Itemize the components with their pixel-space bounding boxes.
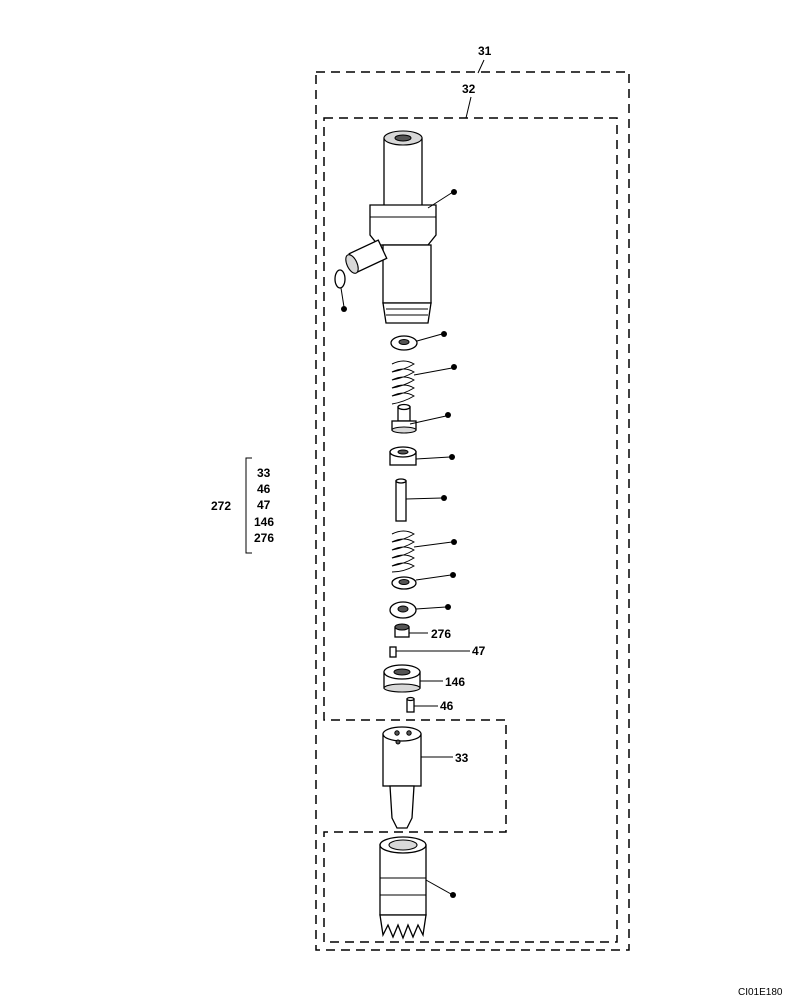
push-rod-dot [441,495,447,501]
assembly-31-boundary [315,71,630,951]
pin-47-label: 47 [472,644,486,658]
retaining-nut-leader [425,879,452,895]
injector-body-leader [427,191,454,209]
washer-top-leader [416,333,443,342]
o-ring-dot [341,306,347,312]
washer-middle-leader [415,574,452,581]
spring-seat [391,403,417,434]
holder-146-label: 146 [445,675,465,689]
push-rod [395,478,407,522]
washer-lower [389,601,417,619]
injector-body [345,130,437,324]
washer-lower-dot [445,604,451,610]
spring-lower-leader [413,541,453,548]
retaining-nut [379,836,427,940]
kit-272-bracket [245,457,252,554]
washer-top [390,335,418,351]
spring-seat-leader [409,415,447,425]
assembly-32-label: 32 [462,82,476,96]
adjusting-nut-dot [449,454,455,460]
figure-code: CI01E180 [738,987,783,998]
washer-middle [391,576,417,590]
nozzle-33 [382,726,422,829]
assembly-32-boundary [323,117,618,943]
kit-272-item: 47 [257,498,271,512]
washer-middle-dot [450,572,456,578]
push-rod-leader [405,497,443,500]
nozzle-33-label: 33 [455,751,469,765]
kit-272-label: 272 [211,499,231,513]
spring-upper-leader [413,367,453,376]
assembly-31-leader [477,59,485,74]
retaining-nut-dot [450,892,456,898]
ring-276 [394,623,410,638]
spring-seat-dot [445,412,451,418]
o-ring-leader [340,287,345,308]
kit-272-item: 146 [254,515,274,529]
pin-46 [406,696,415,713]
spring-lower [391,530,415,573]
ring-276-label: 276 [431,627,451,641]
holder-146 [383,664,421,693]
spring-lower-dot [451,539,457,545]
assembly-31-label: 31 [478,44,492,58]
assembly-32-leader [465,96,472,119]
kit-272-item: 46 [257,482,271,496]
injector-body-dot [451,189,457,195]
pin-47 [389,646,397,658]
kit-272-item: 276 [254,531,274,545]
pin-46-label: 46 [440,699,454,713]
adjusting-nut [389,446,417,466]
spring-upper [391,360,415,405]
spring-upper-dot [451,364,457,370]
o-ring [334,269,346,289]
adjusting-nut-leader [415,456,451,460]
washer-lower-leader [415,606,447,610]
washer-top-dot [441,331,447,337]
kit-272-item: 33 [257,466,271,480]
